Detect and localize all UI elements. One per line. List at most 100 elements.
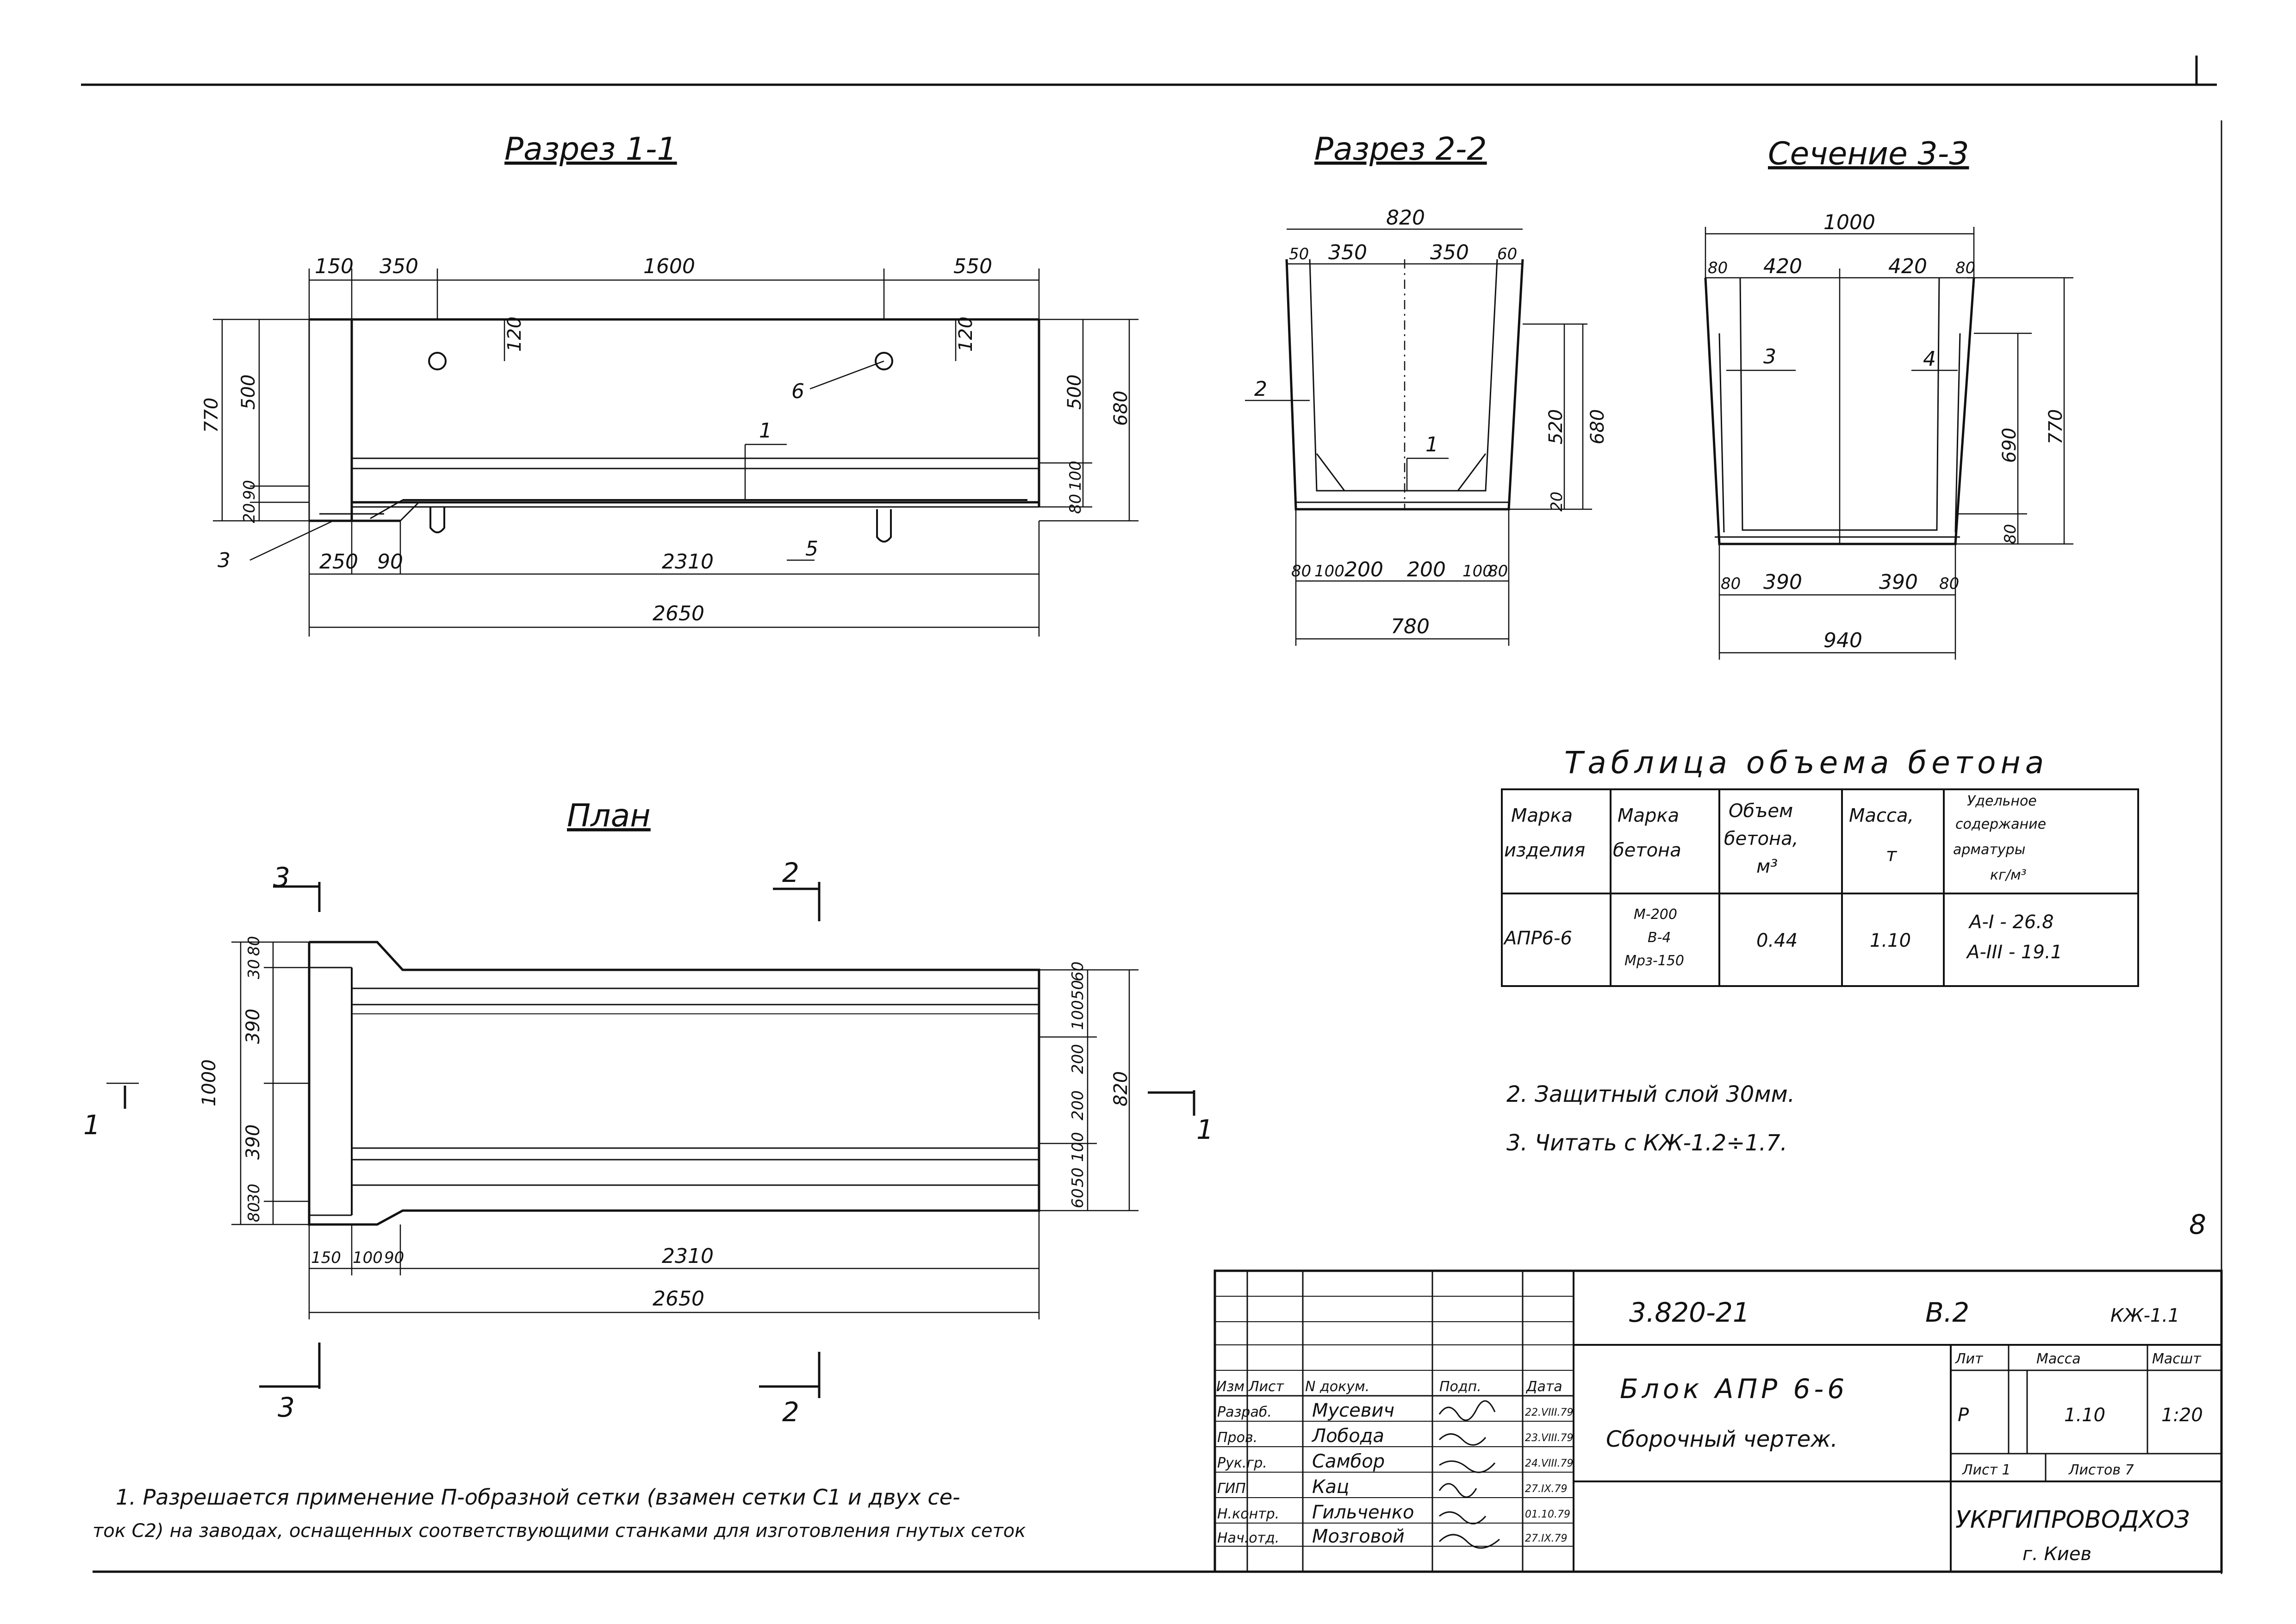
section-3-3: Сечение 3-3 1000 80 420 420 80 690 770 8… bbox=[1704, 136, 2073, 660]
th-volume-l3: м³ bbox=[1756, 856, 1778, 877]
dim-420b-33: 420 bbox=[1888, 255, 1927, 278]
dim-250: 250 bbox=[319, 550, 358, 574]
dim-plan-30b: 30 bbox=[245, 1184, 263, 1204]
dim-plan-200b: 200 bbox=[1069, 1090, 1087, 1120]
dim-plan-100b: 100 bbox=[1069, 1132, 1087, 1162]
td-volume: 0.44 bbox=[1756, 930, 1798, 951]
hdr-mass: Масса bbox=[2036, 1351, 2081, 1367]
note-2: 2. Защитный слой 30мм. bbox=[1506, 1081, 1795, 1107]
section-1-1-title: Разрез 1-1 bbox=[504, 131, 677, 168]
dim-120a: 120 bbox=[504, 317, 525, 352]
notes: 2. Защитный слой 30мм. 3. Читать с КЖ-1.… bbox=[93, 1081, 2206, 1542]
table-title: Таблица объема бетона bbox=[1564, 745, 2048, 781]
callout-2-22: 2 bbox=[1254, 377, 1267, 401]
callout-3: 3 bbox=[218, 549, 230, 572]
sig-role: Рук.гр. bbox=[1217, 1455, 1267, 1471]
dim-plan-80a: 80 bbox=[245, 936, 263, 956]
callout-3-33: 3 bbox=[1763, 345, 1776, 369]
th-item-l1: Марка bbox=[1511, 805, 1573, 826]
sig-name: Мозговой bbox=[1312, 1526, 1405, 1547]
dim-550: 550 bbox=[953, 255, 992, 278]
doc-issue: В.2 bbox=[1925, 1297, 1969, 1328]
dim-100-right: 100 bbox=[1066, 461, 1085, 491]
val-sheets: Листов 7 bbox=[2068, 1462, 2134, 1478]
dim-plan-200a: 200 bbox=[1069, 1044, 1087, 1074]
dim-plan-60b: 60 bbox=[1069, 1188, 1087, 1208]
plan-marker-1-left: 1 bbox=[83, 1109, 100, 1141]
dim-770-33: 770 bbox=[2045, 409, 2066, 444]
dim-80b-bottom-33: 80 bbox=[1939, 575, 1959, 593]
org-name: УКРГИПРОВОДХОЗ bbox=[1955, 1506, 2190, 1534]
th-grade-l1: Марка bbox=[1618, 805, 1679, 826]
dim-500: 500 bbox=[238, 375, 259, 410]
dim-90b: 90 bbox=[377, 550, 403, 574]
th-rebar-l1: Удельное bbox=[1967, 793, 2037, 809]
dim-plan-90: 90 bbox=[384, 1249, 404, 1267]
dim-390b-33: 390 bbox=[1879, 570, 1918, 594]
sig-role: ГИП bbox=[1217, 1480, 1246, 1497]
td-item: АПР6-6 bbox=[1503, 928, 1572, 949]
dim-plan-390a: 390 bbox=[243, 1009, 264, 1044]
plan-marker-2-bottom: 2 bbox=[782, 1396, 799, 1428]
callout-1: 1 bbox=[759, 419, 772, 443]
doc-sheet-code: КЖ-1.1 bbox=[2110, 1305, 2180, 1326]
plan-marker-3-bottom: 3 bbox=[278, 1392, 295, 1423]
dim-520: 520 bbox=[1545, 409, 1567, 444]
dim-80a-bottom: 80 bbox=[1291, 562, 1311, 581]
th-volume-l2: бетона, bbox=[1724, 828, 1798, 849]
callout-5: 5 bbox=[805, 537, 818, 561]
sig-name: Гильченко bbox=[1312, 1502, 1414, 1523]
th-rebar-l2: содержание bbox=[1955, 816, 2046, 832]
dim-50-top: 50 bbox=[1289, 245, 1309, 263]
doc-code: 3.820-21 bbox=[1629, 1297, 1750, 1328]
dim-100b-bottom: 100 bbox=[1462, 562, 1493, 581]
dim-plan-150: 150 bbox=[311, 1249, 341, 1267]
dim-80b-bottom: 80 bbox=[1488, 562, 1508, 581]
th-volume-l1: Объем bbox=[1729, 800, 1793, 822]
sig-role: Н.контр. bbox=[1217, 1506, 1279, 1522]
plan-view: План 3 2 1 1 3 2 1000 390 390 30 80 30 8… bbox=[83, 798, 1213, 1428]
dim-2310: 2310 bbox=[662, 550, 714, 574]
dim-820-top: 820 bbox=[1386, 206, 1425, 230]
dim-plan-2310: 2310 bbox=[662, 1244, 714, 1268]
dim-plan-60a: 60 bbox=[1069, 962, 1087, 981]
note-1-line2: ток С2) на заводах, оснащенных соответст… bbox=[93, 1520, 1026, 1542]
hdr-izm: Изм bbox=[1216, 1379, 1244, 1395]
dim-2650: 2650 bbox=[653, 602, 704, 625]
td-grade-3: Мрз-150 bbox=[1624, 953, 1684, 969]
td-rebar-1: A-I - 26.8 bbox=[1968, 912, 2054, 933]
sig-date: 23.VIII.79 bbox=[1525, 1432, 1574, 1444]
th-rebar-l4: кг/м³ bbox=[1990, 867, 2027, 883]
dim-plan-2650: 2650 bbox=[653, 1287, 704, 1311]
dim-plan-50a: 50 bbox=[1069, 980, 1087, 1000]
dim-plan-390b: 390 bbox=[243, 1124, 264, 1160]
note-3: 3. Читать с КЖ-1.2÷1.7. bbox=[1506, 1130, 1787, 1156]
dim-plan-80b: 80 bbox=[245, 1202, 263, 1222]
sig-date: 27.IX.79 bbox=[1525, 1533, 1568, 1544]
plan-marker-2-top: 2 bbox=[782, 857, 799, 888]
dim-690: 690 bbox=[1999, 428, 2020, 463]
td-grade-1: М-200 bbox=[1634, 906, 1677, 923]
dim-150: 150 bbox=[315, 255, 354, 278]
sig-name: Лобода bbox=[1311, 1425, 1384, 1447]
th-mass-l2: т bbox=[1886, 844, 1898, 866]
page-mark: 8 bbox=[2189, 1209, 2206, 1240]
dim-940: 940 bbox=[1823, 629, 1862, 652]
dim-680-22: 680 bbox=[1587, 409, 1608, 444]
signature-rows: Разраб. Мусевич 22.VIII.79 Пров. Лобода … bbox=[1217, 1400, 1574, 1547]
sig-date: 24.VIII.79 bbox=[1525, 1458, 1574, 1469]
sig-role: Разраб. bbox=[1217, 1404, 1272, 1420]
dim-680: 680 bbox=[1110, 391, 1132, 426]
td-mass: 1.10 bbox=[1870, 930, 1911, 951]
hdr-lit: Лит bbox=[1955, 1351, 1984, 1367]
section-2-2: Разрез 2-2 820 50 350 350 60 520 680 20 … bbox=[1245, 131, 1608, 646]
th-item-l2: изделия bbox=[1504, 840, 1585, 861]
sig-name: Мусевич bbox=[1312, 1400, 1394, 1421]
dim-plan-820: 820 bbox=[1110, 1071, 1132, 1106]
section-3-3-title: Сечение 3-3 bbox=[1768, 136, 1969, 172]
org-city: г. Киев bbox=[2022, 1543, 2091, 1565]
dim-200a-bottom: 200 bbox=[1344, 558, 1383, 581]
signatures-scribbles bbox=[1438, 1400, 1500, 1549]
sig-name: Кац bbox=[1312, 1476, 1349, 1498]
